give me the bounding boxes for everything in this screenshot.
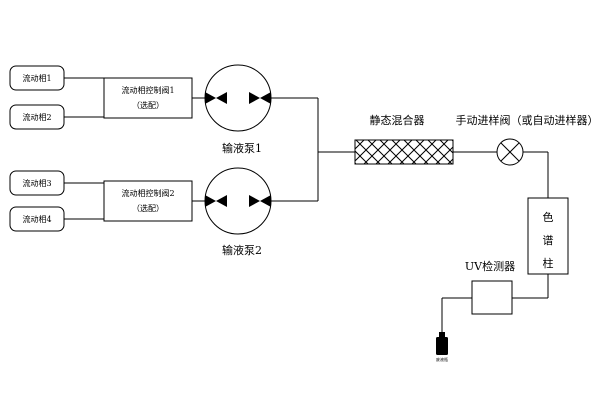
reservoir-2-label: 流动相2 [22, 112, 51, 122]
uv-detector: UV检测器 [465, 259, 515, 315]
pump-1-label: 输液泵1 [222, 141, 262, 155]
column-label-char-2: 谱 [543, 233, 554, 247]
check-valve-icon [249, 92, 271, 104]
reservoir-1: 流动相1 [9, 65, 65, 91]
chromatography-column: 色 谱 柱 [527, 197, 569, 275]
injector-valve: 手动进样阀（或自动进样器） [456, 113, 599, 166]
control-valve-2-name: 流动相控制阀2 [121, 188, 174, 198]
injector-column-line [523, 151, 549, 198]
reservoir-2: 流动相2 [9, 104, 65, 130]
reservoir-3-label: 流动相3 [22, 178, 51, 188]
pump-2: 输液泵2 [204, 167, 272, 257]
detector-waste-line [441, 297, 472, 332]
pump-2-label: 输液泵2 [222, 243, 262, 257]
column-label-char-1: 色 [543, 210, 554, 224]
pump-1: 输液泵1 [204, 64, 272, 155]
check-valve-icon [205, 92, 227, 104]
waste-bottle-label: 废液瓶 [436, 356, 448, 362]
pump-outlet-merge-lines [271, 97, 355, 202]
waste-bottle: 废液瓶 [436, 332, 448, 362]
control-valve-1-name: 流动相控制阀1 [121, 85, 174, 95]
reservoir-4-label: 流动相4 [22, 214, 51, 224]
control-valve-1: 流动相控制阀1 （选配） [103, 77, 193, 119]
control-valve-1-option: （选配） [132, 100, 164, 110]
bottle-icon [436, 332, 448, 355]
static-mixer-label: 静态混合器 [370, 113, 425, 127]
reservoir-3: 流动相3 [9, 170, 65, 196]
column-label-char-3: 柱 [543, 256, 554, 270]
static-mixer: 静态混合器 [354, 113, 454, 165]
control-valve-2-option: （选配） [132, 203, 164, 213]
reservoir-4: 流动相4 [9, 206, 65, 232]
injector-label: 手动进样阀（或自动进样器） [456, 113, 599, 127]
check-valve-icon [205, 195, 227, 207]
column-detector-line [512, 274, 549, 299]
control-valve-2: 流动相控制阀2 （选配） [103, 180, 193, 222]
reservoir-1-label: 流动相1 [22, 73, 51, 83]
check-valve-icon [249, 195, 271, 207]
reservoir-valve-connectors [64, 77, 104, 220]
uv-detector-label: UV检测器 [465, 259, 515, 273]
